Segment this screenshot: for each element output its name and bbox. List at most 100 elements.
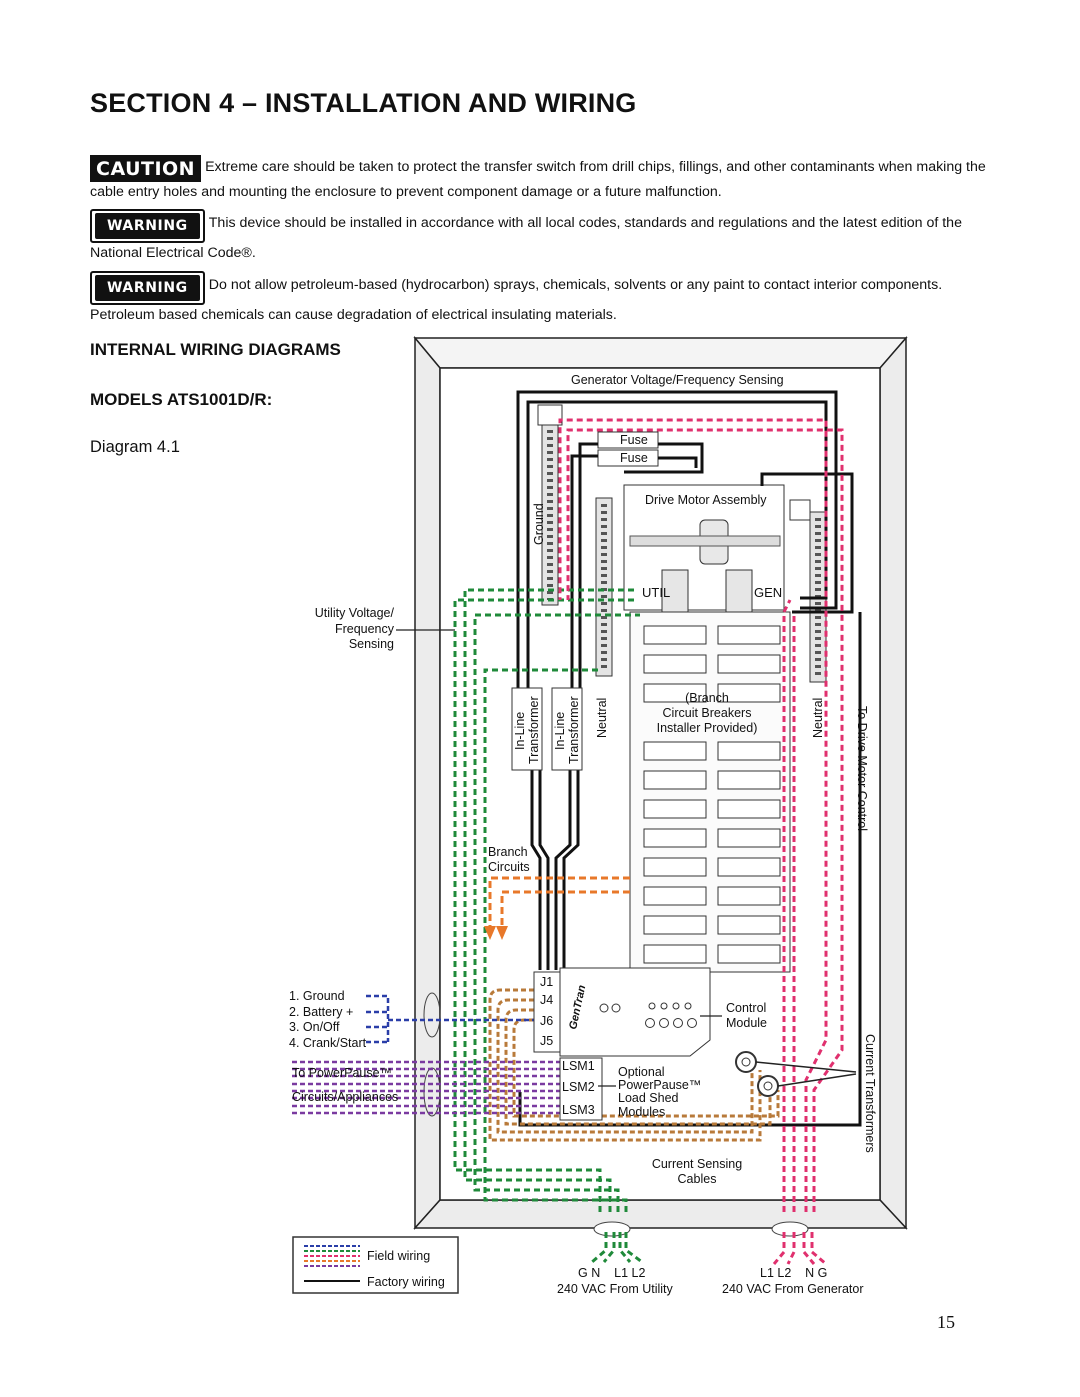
current-transformers <box>735 1051 857 1097</box>
breaker-slot <box>643 683 707 703</box>
optional-label-1: Optional <box>618 1065 665 1079</box>
drive-motor-label: Drive Motor Assembly <box>645 493 767 507</box>
legend-factory-label: Factory wiring <box>367 1275 445 1289</box>
warning-text: This device should be installed in accor… <box>90 215 962 261</box>
branch-circuit-wiring <box>484 876 630 940</box>
current-transformers-label: Current Transformers <box>863 1034 877 1153</box>
control-harness <box>366 994 534 1044</box>
models-heading: MODELS ATS1001D/R: <box>90 390 273 409</box>
drive-motor-assembly <box>623 484 811 613</box>
branch-circuits-label-2: Circuits <box>488 860 530 874</box>
caution-text: Extreme care should be taken to protect … <box>90 159 986 200</box>
ground-label: Ground <box>532 503 546 545</box>
utility-source-label: 240 VAC From Utility <box>557 1282 674 1296</box>
diagram-caption: Diagram 4.1 <box>90 438 180 456</box>
breaker-panel <box>629 611 791 973</box>
breaker-slot <box>643 857 707 877</box>
gen-label: GEN <box>754 585 782 600</box>
warning-badge-label: WARNING <box>95 275 200 301</box>
powerpause-wiring <box>292 1060 560 1115</box>
breaker-slot <box>643 741 707 761</box>
warning-text: Do not allow petroleum-based (hydrocarbo… <box>90 277 943 323</box>
branch-arrow-1 <box>484 926 496 940</box>
breaker-slot <box>643 915 707 935</box>
branch-circuits-label-1: Branch <box>488 845 528 859</box>
current-sensing-label-2: Cables <box>678 1172 717 1186</box>
lsm3-label: LSM3 <box>562 1103 595 1117</box>
drive-motor-control-label: To Drive Motor Control <box>855 706 869 831</box>
breaker-slot <box>717 770 781 790</box>
breaker-slot <box>717 799 781 819</box>
legend-field-label: Field wiring <box>367 1249 430 1263</box>
transformer-label-1: Transformer <box>527 696 541 764</box>
breaker-slot <box>717 828 781 848</box>
connector-j5: J5 <box>540 1034 553 1048</box>
fuse-label-2: Fuse <box>620 451 648 465</box>
util-label: UTIL <box>642 585 670 600</box>
harness-label-3: 3. On/Off <box>289 1020 340 1034</box>
connector-j4: J4 <box>540 993 553 1007</box>
branch-breakers-label-1: (Branch <box>685 691 729 705</box>
current-sensing-cables <box>488 988 780 1142</box>
harness-label-2: 2. Battery + <box>289 1005 353 1019</box>
breaker-slot <box>717 625 781 645</box>
breaker-slot <box>643 799 707 819</box>
branch-breakers-label-3: Installer Provided) <box>657 721 758 735</box>
breaker-slot <box>717 857 781 877</box>
breaker-slot <box>643 886 707 906</box>
breaker-slot <box>643 944 707 964</box>
knockout-generator <box>771 1221 809 1237</box>
page-number: 15 <box>937 1312 955 1332</box>
warning-badge: WARNING <box>90 271 205 305</box>
label-leaders <box>396 629 722 1087</box>
control-module-label-1: Control <box>726 1001 766 1015</box>
breaker-slot <box>643 625 707 645</box>
gen-sensing-label: Generator Voltage/Frequency Sensing <box>571 373 784 387</box>
lsm1-label: LSM1 <box>562 1059 595 1073</box>
branch-breakers-label-2: Circuit Breakers <box>663 706 752 720</box>
inline-label-1: In-Line <box>513 712 527 750</box>
breaker-slot <box>717 741 781 761</box>
ground-bar <box>537 404 563 606</box>
utility-field-wiring <box>453 588 643 1264</box>
breaker-slot <box>643 828 707 848</box>
breaker-slot <box>717 654 781 674</box>
breaker-slot <box>643 654 707 674</box>
breaker-slot <box>643 770 707 790</box>
warning-badge-label: WARNING <box>95 213 200 239</box>
utility-sensing-label-1: Utility Voltage/ <box>315 606 395 620</box>
current-sensing-label-1: Current Sensing <box>652 1157 742 1171</box>
generator-source-label: 240 VAC From Generator <box>722 1282 864 1296</box>
utility-sensing-label-3: Sensing <box>349 637 394 651</box>
generator-field-wiring <box>558 418 844 1266</box>
neutral-label-right: Neutral <box>811 698 825 738</box>
legend <box>292 1236 459 1294</box>
harness-label-4: 4. Crank/Start <box>289 1036 367 1050</box>
control-module-label-2: Module <box>726 1016 767 1030</box>
breaker-slot <box>717 683 781 703</box>
lsm2-label: LSM2 <box>562 1080 595 1094</box>
breaker-slot <box>717 886 781 906</box>
control-module <box>533 967 711 1121</box>
powerpause-label-2: Circuits/Appliances <box>292 1090 398 1104</box>
inline-label-2: In-Line <box>553 712 567 750</box>
breaker-slot <box>717 915 781 935</box>
branch-arrow-2 <box>496 926 508 940</box>
connector-j1: J1 <box>540 975 553 989</box>
optional-label-3: Load Shed <box>618 1091 679 1105</box>
neutral-label-left: Neutral <box>595 698 609 738</box>
utility-terminals-label: G N L1 L2 <box>578 1266 645 1280</box>
optional-label-2: PowerPause™ <box>618 1078 701 1092</box>
section-heading: INTERNAL WIRING DIAGRAMS <box>90 340 341 359</box>
fuse-label-1: Fuse <box>620 433 648 447</box>
optional-label-4: Modules <box>618 1105 665 1119</box>
warning-badge: WARNING <box>90 209 205 243</box>
utility-sensing-label-2: Frequency <box>335 622 395 636</box>
powerpause-label-1: To PowerPause™ <box>292 1066 392 1080</box>
harness-label-1: 1. Ground <box>289 989 345 1003</box>
inline-transformers <box>511 687 583 771</box>
caution-badge: CAUTION <box>90 155 202 182</box>
